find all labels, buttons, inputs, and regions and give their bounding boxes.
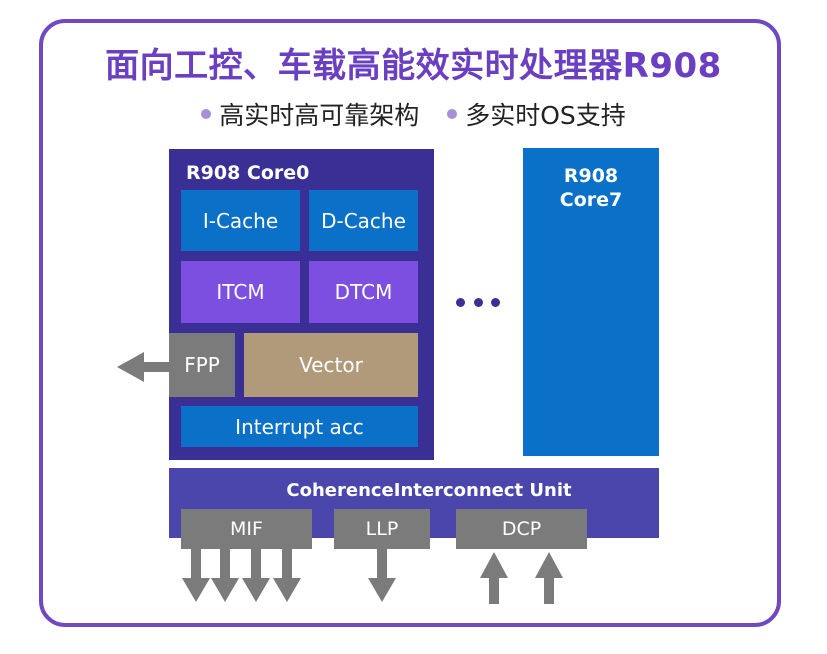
itcm-block: ITCM	[181, 261, 300, 323]
icache-block: I-Cache	[181, 190, 300, 251]
feature-text: 高实时高可靠架构	[219, 101, 420, 130]
vector-block: Vector	[244, 333, 418, 397]
llp-down-arrow-icon	[368, 549, 396, 602]
core7-label-line1: R908	[563, 165, 619, 187]
core7-label-line2: Core7	[559, 189, 623, 211]
core7-block: R908 Core7	[523, 148, 659, 456]
llp-port-block: LLP	[334, 509, 430, 549]
core0-label: R908 Core0	[186, 162, 310, 184]
feature-bullet: 多实时OS支持	[447, 96, 626, 132]
dcp-port-block: DCP	[456, 509, 587, 549]
fpp-out-arrow-icon	[117, 352, 169, 382]
bullet-dot-icon	[447, 109, 458, 119]
dcache-block: D-Cache	[309, 190, 418, 251]
feature-bullet: 高实时高可靠架构	[201, 96, 419, 132]
diagram-title: 面向工控、车载高能效实时处理器R908	[105, 46, 722, 86]
more-cores-ellipsis-icon	[456, 298, 500, 310]
bullet-dot-icon	[201, 109, 212, 119]
dtcm-block: DTCM	[309, 261, 418, 323]
dcp-up-arrows-icon	[480, 552, 563, 604]
feature-text: 多实时OS支持	[465, 101, 626, 130]
fpp-block: FPP	[169, 333, 235, 397]
interrupt-acc-block: Interrupt acc	[181, 406, 418, 447]
mif-port-block: MIF	[181, 509, 312, 549]
coherence-interconnect-label: CoherenceInterconnect Unit	[286, 480, 572, 501]
feature-bullets: 高实时高可靠架构 多实时OS支持	[0, 96, 827, 132]
mif-down-arrows-icon	[182, 549, 301, 602]
